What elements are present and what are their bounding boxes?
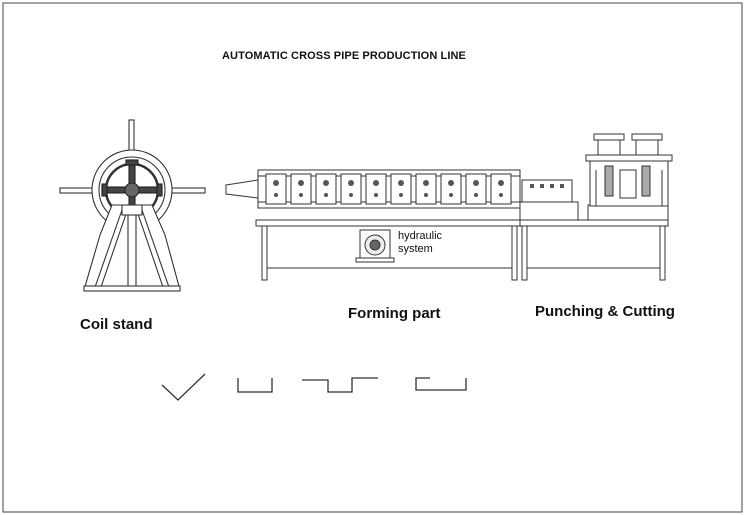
guide-box: [521, 179, 573, 203]
forming-machine-drawing: [225, 169, 523, 281]
c-channel-profile: [415, 377, 467, 391]
punching-cutting-drawing: [519, 133, 673, 281]
angle-profile: [161, 373, 206, 401]
profile-shapes: [161, 373, 467, 401]
u-channel-profile: [237, 378, 273, 393]
forming-leg-right: [511, 225, 518, 281]
hat-profile: [302, 377, 378, 393]
roller-stations: [265, 173, 512, 205]
coil-stand-label: Coil stand: [80, 316, 153, 333]
roller-bolts: [273, 180, 504, 197]
punching-cutting-label: Punching & Cutting: [535, 303, 675, 320]
entry-guide: [225, 179, 259, 199]
hydraulic-system-label: hydraulic system: [398, 230, 442, 256]
diagram-title: AUTOMATIC CROSS PIPE PRODUCTION LINE: [222, 50, 466, 62]
coil-stand-drawing: [59, 119, 206, 292]
forming-table-top: [255, 219, 523, 227]
forming-part-label: Forming part: [348, 305, 441, 322]
punch-table-top: [519, 219, 669, 227]
hydraulic-label-line2: system: [398, 243, 433, 255]
hydraulic-label-line1: hydraulic: [398, 230, 443, 242]
forming-leg-left: [261, 225, 268, 281]
coil-stand-frame: [83, 204, 181, 292]
